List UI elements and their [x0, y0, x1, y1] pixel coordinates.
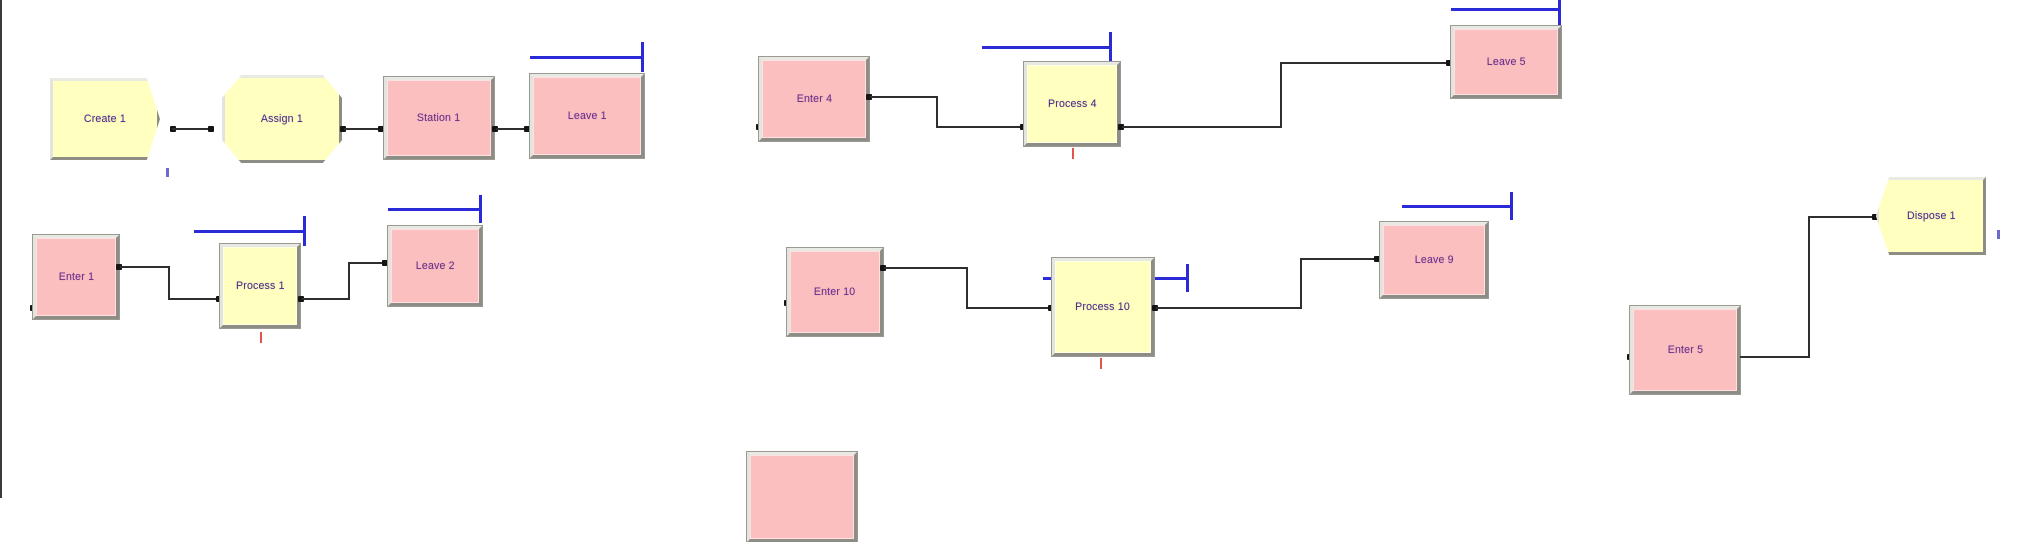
module-label: Assign 1 [260, 113, 304, 125]
module-leave-1[interactable]: Leave 1 [529, 73, 645, 159]
port-leave-5-in[interactable] [1446, 60, 1452, 66]
wire-enter4-b[interactable] [936, 96, 938, 128]
module-leave-9[interactable]: Leave 9 [1379, 221, 1489, 299]
wire-enter1-a[interactable] [120, 266, 170, 268]
route-tick-process-10 [1186, 264, 1189, 292]
port-dispose-1-in[interactable] [1872, 214, 1878, 220]
port-leave-2-in[interactable] [382, 260, 388, 266]
wire-enter4-c[interactable] [936, 126, 1024, 128]
wire-assign1-station1[interactable] [344, 128, 382, 130]
module-enter-4[interactable]: Enter 4 [758, 56, 870, 142]
port-leave-1-in[interactable] [524, 126, 530, 132]
seize-tick-process-4 [1072, 148, 1074, 159]
module-create-1[interactable]: Create 1 [50, 78, 160, 160]
module-label: Enter 5 [1667, 344, 1703, 356]
module-assign-1[interactable]: Assign 1 [222, 75, 342, 163]
wire-process4-b[interactable] [1280, 62, 1282, 128]
assign-shape [222, 75, 342, 163]
wire-process10-b[interactable] [1300, 258, 1302, 309]
wire-enter5-b[interactable] [1808, 216, 1810, 358]
port-process-1-in[interactable] [216, 296, 222, 302]
route-tick-leave-9 [1510, 192, 1513, 220]
wire-process10-c[interactable] [1300, 258, 1378, 260]
wire-enter10-c[interactable] [966, 307, 1052, 309]
module-label: Dispose 1 [1906, 210, 1956, 222]
wire-process4-c[interactable] [1280, 62, 1450, 64]
module-partial-bottom[interactable] [746, 451, 858, 542]
wire-process10-a[interactable] [1156, 307, 1302, 309]
module-label: Leave 2 [415, 260, 455, 272]
port-process-1-out[interactable] [298, 296, 304, 302]
wire-process4-a[interactable] [1122, 126, 1282, 128]
module-label: Process 4 [1047, 98, 1097, 110]
route-line-leave-5 [1451, 8, 1561, 11]
port-leave-9-in[interactable] [1374, 256, 1380, 262]
port-station-1-in[interactable] [378, 126, 384, 132]
module-process-10[interactable]: Process 10 [1051, 257, 1155, 357]
port-assign-1-in[interactable] [208, 126, 214, 132]
wire-enter10-b[interactable] [966, 267, 968, 309]
module-label: Create 1 [83, 113, 127, 125]
route-tick-process-4 [1109, 32, 1112, 62]
port-process-4-in[interactable] [1020, 124, 1026, 130]
module-process-1[interactable]: Process 1 [219, 243, 301, 329]
create-1-marker [166, 168, 169, 177]
wire-process1-c[interactable] [348, 262, 386, 264]
port-process-4-out[interactable] [1118, 124, 1124, 130]
module-label: Leave 1 [567, 110, 607, 122]
module-label: Process 1 [235, 280, 285, 292]
route-tick-leave-5 [1558, 0, 1561, 26]
wire-enter5-c[interactable] [1808, 216, 1876, 218]
wire-enter4-a[interactable] [870, 96, 938, 98]
port-enter-4-out[interactable] [866, 94, 872, 100]
module-label: Enter 10 [814, 286, 856, 298]
wire-enter10-a[interactable] [884, 267, 968, 269]
module-label: Process 10 [1075, 301, 1131, 313]
module-label: Enter 1 [58, 271, 94, 283]
route-tick-leave-1 [641, 42, 644, 72]
module-label: Leave 5 [1486, 56, 1526, 68]
route-line-process-4 [982, 46, 1112, 49]
port-process-10-in[interactable] [1048, 305, 1054, 311]
route-line-leave-1 [530, 56, 644, 59]
route-line-leave-9 [1402, 205, 1512, 208]
wire-process1-a[interactable] [302, 298, 350, 300]
module-station-1[interactable]: Station 1 [383, 76, 495, 160]
port-process-10-out[interactable] [1152, 305, 1158, 311]
port-assign-1-out[interactable] [340, 126, 346, 132]
route-tick-leave-2 [479, 195, 482, 223]
module-label: Station 1 [417, 112, 461, 124]
wire-enter1-b[interactable] [168, 266, 170, 300]
dispose-1-marker [1997, 230, 2000, 239]
seize-tick-process-10 [1100, 358, 1102, 369]
seize-tick-process-1 [260, 332, 262, 343]
wire-enter1-c[interactable] [168, 298, 220, 300]
wire-station1-leave1[interactable] [496, 128, 528, 130]
module-enter-10[interactable]: Enter 10 [786, 247, 884, 337]
module-leave-5[interactable]: Leave 5 [1450, 25, 1562, 99]
module-leave-2[interactable]: Leave 2 [387, 225, 483, 307]
module-enter-5[interactable]: Enter 5 [1629, 305, 1741, 395]
port-enter-1-out[interactable] [116, 264, 122, 270]
route-line-leave-2 [388, 208, 482, 211]
module-label: Enter 4 [796, 93, 832, 105]
dispose-shape [1876, 177, 1986, 255]
route-line-process-1 [194, 230, 306, 233]
wire-create1-assign1[interactable] [172, 128, 212, 130]
module-dispose-1[interactable]: Dispose 1 [1876, 177, 1986, 255]
wire-enter5-a[interactable] [1740, 356, 1810, 358]
port-station-1-out[interactable] [492, 126, 498, 132]
create-shape [50, 78, 160, 160]
wire-process1-b[interactable] [348, 262, 350, 300]
route-tick-process-1 [303, 216, 306, 246]
module-label: Leave 9 [1414, 254, 1454, 266]
port-enter-10-out[interactable] [880, 265, 886, 271]
module-process-4[interactable]: Process 4 [1023, 61, 1121, 147]
module-enter-1[interactable]: Enter 1 [32, 234, 120, 320]
